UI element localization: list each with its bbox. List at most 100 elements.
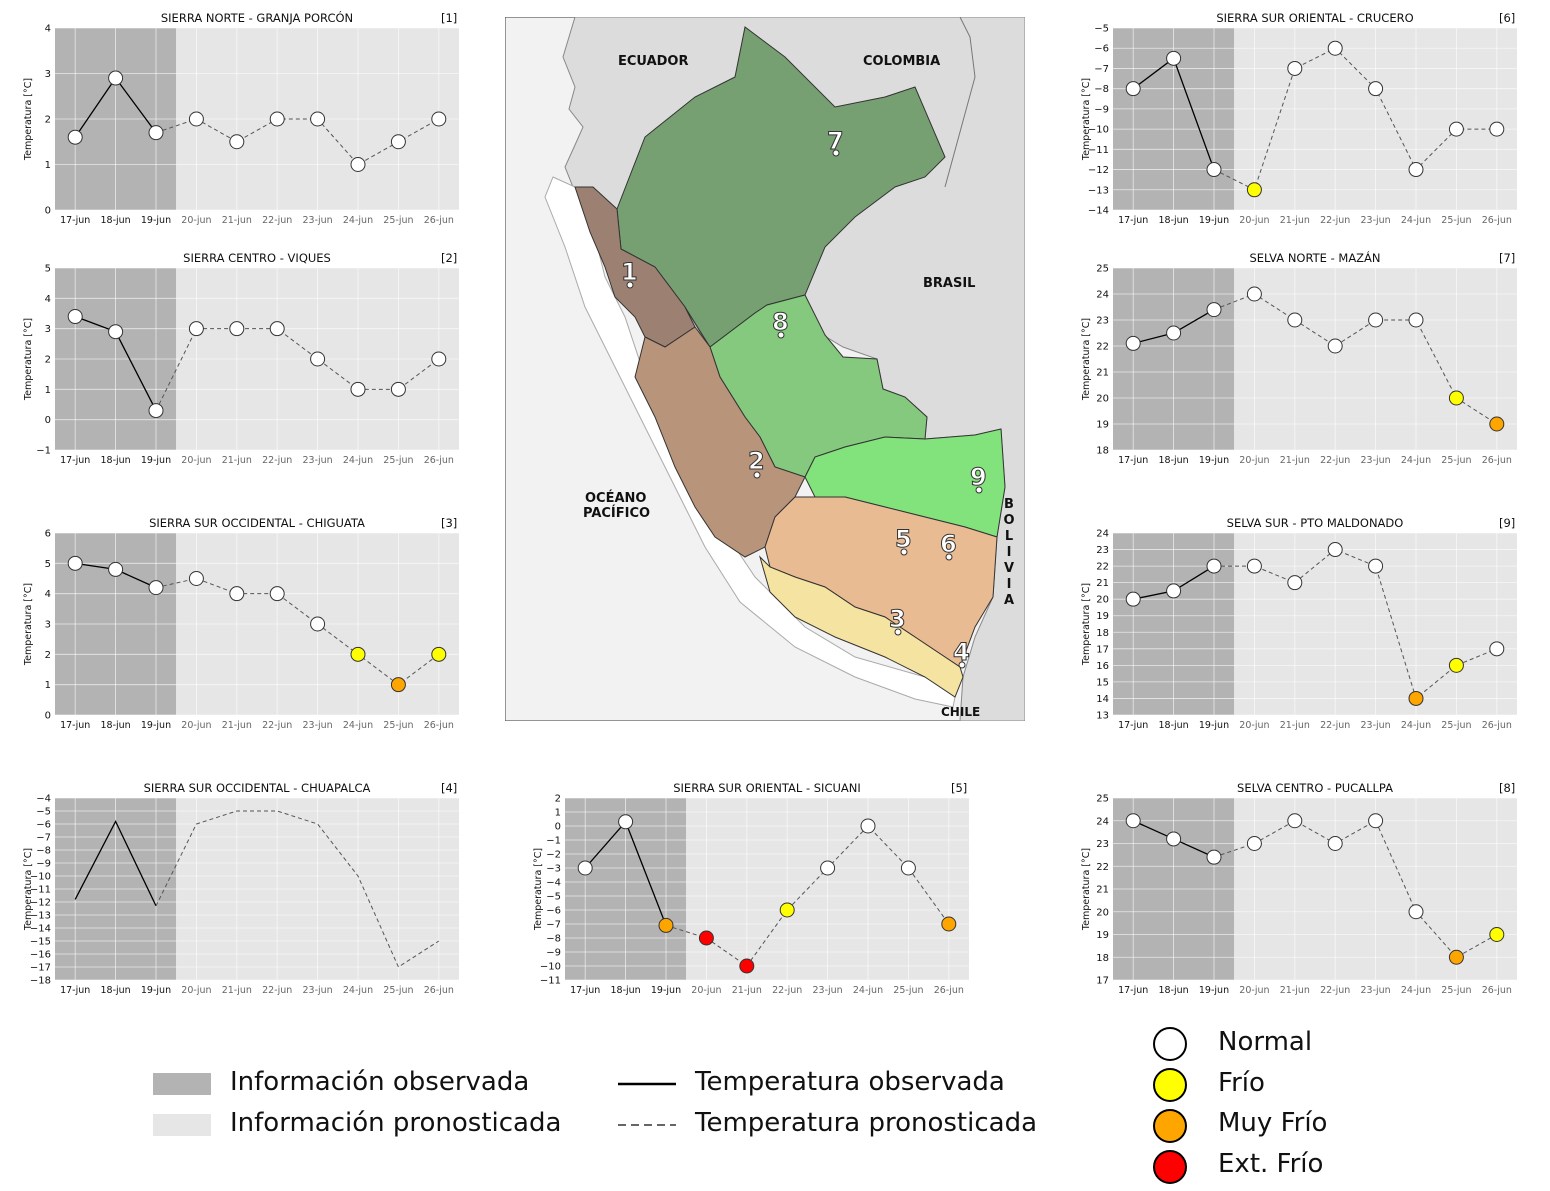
x-tick-label: 21-jun (222, 720, 252, 731)
map-label-brasil: BRASIL (923, 276, 975, 291)
data-point (1448, 949, 1464, 965)
y-tick-label: 16 (1096, 661, 1109, 672)
x-tick-label: 21-jun (222, 455, 252, 466)
x-tick-label: 25-jun (383, 720, 413, 731)
map-station-1 (626, 281, 634, 289)
bolivia-letter: O (1003, 513, 1014, 528)
data-point (188, 111, 204, 127)
x-tick-label: 22-jun (262, 455, 292, 466)
y-tick-label: 23 (1096, 316, 1109, 327)
y-tick-label: 21 (1096, 885, 1109, 896)
chart-title: SELVA SUR - PTO MALDONADO (1226, 516, 1404, 530)
y-tick-label: −18 (30, 976, 51, 987)
data-point (269, 111, 285, 127)
data-point (148, 125, 164, 141)
y-axis-label: Temperatura [°C] (23, 318, 34, 401)
observed-series-line (74, 819, 157, 907)
map-station-9 (975, 486, 983, 494)
x-tick-label: 24-jun (1401, 215, 1431, 226)
data-point (1368, 813, 1384, 829)
y-tick-label: −9 (36, 859, 51, 870)
x-tick-label: 22-jun (772, 985, 802, 996)
y-tick-label: −4 (36, 794, 51, 805)
data-point (148, 580, 164, 596)
legend-forecast-line (618, 1124, 676, 1126)
data-point (188, 321, 204, 337)
data-point (431, 111, 447, 127)
x-tick-label: 20-jun (1239, 215, 1269, 226)
y-tick-label: 1 (555, 808, 561, 819)
peru-regions-map: 1 2 3 4 5 6 7 8 9 ECUADOR COLOMBIA BRASI… (504, 16, 1026, 722)
data-point (310, 111, 326, 127)
x-tick-label: 26-jun (934, 985, 964, 996)
x-tick-label: 21-jun (222, 985, 252, 996)
legend-frio-label: Frío (1218, 1068, 1265, 1098)
chart-number: [2] (441, 251, 458, 265)
chart-sierra-sur-occidental-chuapalca: SIERRA SUR OCCIDENTAL - CHUAPALCA [4] −1… (0, 770, 470, 1005)
forecast-series-line (1213, 47, 1497, 191)
data-point (1448, 121, 1464, 137)
data-point (698, 930, 714, 946)
legend-normal-label: Normal (1218, 1027, 1313, 1057)
forecast-series-line (665, 825, 950, 967)
data-point (577, 860, 593, 876)
data-point (390, 381, 406, 397)
data-point (431, 351, 447, 367)
x-tick-label: 26-jun (424, 985, 454, 996)
forecast-series-line (1213, 293, 1498, 425)
data-point (431, 646, 447, 662)
data-point (148, 403, 164, 419)
x-tick-label: 20-jun (181, 455, 211, 466)
data-point (390, 677, 406, 693)
y-tick-label: −9 (546, 948, 561, 959)
y-tick-label: 5 (45, 559, 51, 570)
x-tick-label: 25-jun (1441, 455, 1471, 466)
y-tick-label: 1 (45, 680, 51, 691)
data-point (1327, 338, 1343, 354)
y-tick-label: 22 (1096, 862, 1109, 873)
data-point (1489, 416, 1505, 432)
x-tick-label: 26-jun (1482, 215, 1512, 226)
chart-title: SIERRA SUR OCCIDENTAL - CHIGUATA (149, 516, 365, 530)
data-point (108, 561, 124, 577)
x-tick-label: 19-jun (1199, 455, 1229, 466)
data-point (1166, 325, 1182, 341)
x-tick-label: 21-jun (1280, 985, 1310, 996)
x-tick-label: 18-jun (100, 985, 130, 996)
y-tick-label: 4 (45, 294, 51, 305)
y-tick-label: −4 (546, 878, 561, 889)
chart-sierra-sur-oriental-crucero: SIERRA SUR ORIENTAL - CRUCERO [6] −14−13… (1058, 0, 1528, 235)
y-tick-label: −16 (30, 950, 51, 961)
y-tick-label: −1 (546, 836, 561, 847)
map-station-6 (945, 553, 953, 561)
bolivia-letter: V (1004, 561, 1014, 576)
x-tick-label: 26-jun (424, 720, 454, 731)
y-tick-label: 21 (1096, 578, 1109, 589)
x-tick-label: 22-jun (262, 720, 292, 731)
chart-number: [5] (951, 781, 968, 795)
bolivia-letter: I (1007, 577, 1012, 592)
x-tick-label: 18-jun (100, 720, 130, 731)
map-label-colombia: COLOMBIA (863, 54, 940, 69)
x-tick-label: 25-jun (893, 985, 923, 996)
map-svg: 1 2 3 4 5 6 7 8 9 ECUADOR COLOMBIA BRASI… (504, 16, 1026, 722)
y-tick-label: −7 (546, 920, 561, 931)
y-tick-label: −3 (546, 864, 561, 875)
x-tick-label: 18-jun (1158, 720, 1188, 731)
data-point (1368, 312, 1384, 328)
x-tick-label: 25-jun (383, 455, 413, 466)
map-label-7: 7 (827, 127, 844, 155)
x-tick-label: 23-jun (302, 720, 332, 731)
y-tick-label: 17 (1096, 976, 1109, 987)
y-tick-label: 5 (45, 264, 51, 275)
y-tick-label: −5 (546, 892, 561, 903)
chart-title: SIERRA SUR ORIENTAL - SICUANI (673, 781, 861, 795)
y-tick-label: −7 (36, 833, 51, 844)
y-tick-label: 0 (45, 415, 51, 426)
legend-muy-frio-label: Muy Frío (1218, 1108, 1328, 1138)
forecast-series-line (155, 577, 440, 686)
chart-number: [9] (1499, 516, 1516, 530)
data-point (1206, 302, 1222, 318)
